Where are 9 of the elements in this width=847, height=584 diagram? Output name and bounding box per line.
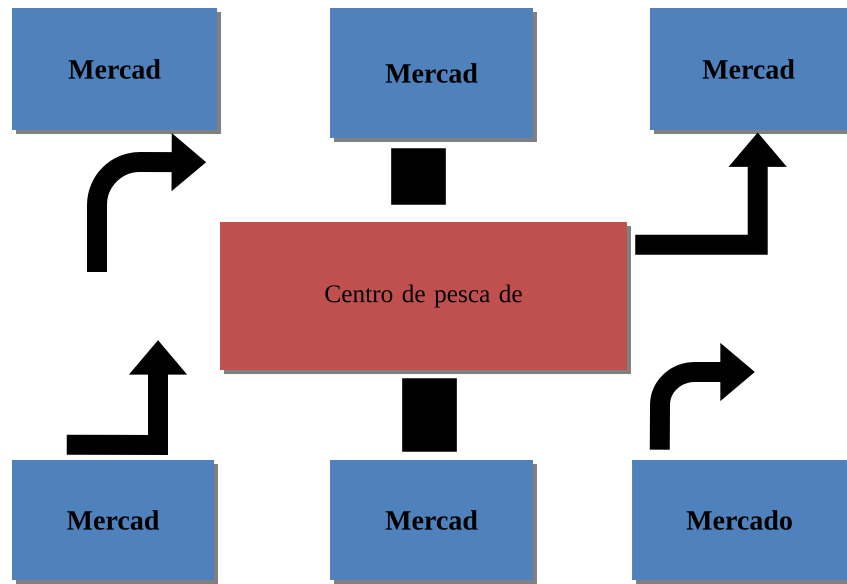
market-box: Mercad [330, 460, 537, 584]
market-box: Mercad [12, 460, 218, 584]
market-box: Mercado [632, 460, 847, 584]
center-box: Centro de pesca de [220, 222, 631, 374]
market-box: Mercad [330, 8, 537, 142]
block-connector [402, 378, 457, 452]
market-box: Mercad [12, 8, 222, 134]
block-connector [391, 148, 446, 205]
market-box: Mercad [650, 8, 847, 134]
